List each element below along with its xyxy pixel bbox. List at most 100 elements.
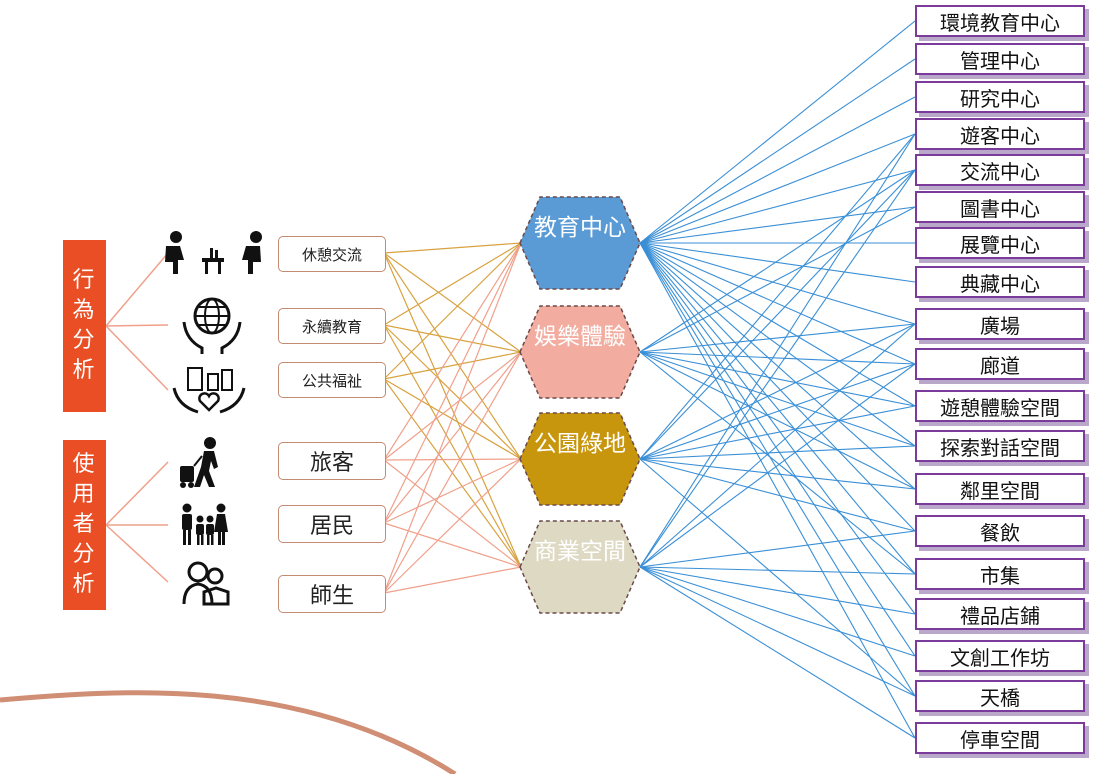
zone-facility-link xyxy=(639,242,916,739)
zone-facility-link xyxy=(639,458,916,490)
facility-box: 市集 xyxy=(915,558,1085,590)
activity-zone-link xyxy=(383,324,522,460)
facility-box: 禮品店鋪 xyxy=(915,598,1085,630)
facility-box: 展覽中心 xyxy=(915,227,1085,259)
zone-facility-link xyxy=(639,20,916,244)
activity-zone-link xyxy=(383,242,522,326)
zone-facility-link xyxy=(639,363,916,460)
activity-zone-link xyxy=(383,566,522,594)
activity-zone-link xyxy=(383,252,522,568)
activity-zone-link xyxy=(383,351,522,524)
category-link xyxy=(105,252,169,327)
zone-facility-links xyxy=(639,20,916,739)
zone-facility-link xyxy=(639,323,916,460)
user-type-box-1: 旅客 xyxy=(278,442,386,480)
facility-box: 文創工作坊 xyxy=(915,640,1085,672)
zone-facility-link xyxy=(639,169,916,568)
behavior-box-3: 公共福祉 xyxy=(278,362,386,398)
activity-zone-link xyxy=(383,522,522,568)
activity-zone-link xyxy=(383,324,522,568)
zone-facility-link xyxy=(639,242,916,407)
zone-facility-link xyxy=(639,242,916,447)
behavior-analysis-box: 行為分析 xyxy=(63,240,106,412)
zone-facility-link xyxy=(639,566,916,657)
facility-box: 研究中心 xyxy=(915,81,1085,113)
activity-zone-link xyxy=(383,242,522,594)
decorative-curve xyxy=(0,690,457,774)
traveler-icon xyxy=(180,437,218,488)
zone-facility-link xyxy=(639,133,916,244)
activity-zone-link xyxy=(383,458,522,524)
zone-facility-link xyxy=(639,242,916,325)
activity-zone-link xyxy=(383,242,522,380)
zone-facility-link xyxy=(639,169,916,353)
zone-facility-link xyxy=(639,96,916,244)
zone-facility-link xyxy=(639,323,916,568)
activity-zone-link xyxy=(383,459,522,568)
facility-box: 遊憩體驗空間 xyxy=(915,390,1085,422)
zone-facility-link xyxy=(639,242,916,283)
facility-box: 天橋 xyxy=(915,680,1085,712)
zone-facility-link xyxy=(639,445,916,460)
zone-label-park: 公園綠地 xyxy=(534,431,626,457)
behavior-label-1: 休憩交流 xyxy=(301,245,362,264)
zone-hexagon xyxy=(519,520,641,614)
people-chatting-icon xyxy=(165,231,262,274)
category-link xyxy=(105,324,169,327)
zone-label-commercial: 商業空間 xyxy=(534,539,626,565)
zone-hexagon xyxy=(519,305,641,399)
user-type-label-1: 旅客 xyxy=(309,451,354,476)
family-icon xyxy=(182,503,228,545)
zone-facility-link xyxy=(639,242,916,657)
facility-box: 圖書中心 xyxy=(915,191,1085,223)
zone-facility-link xyxy=(639,458,916,697)
facility-box: 典藏中心 xyxy=(915,266,1085,298)
category-links xyxy=(105,252,169,583)
zone-hexagons xyxy=(519,196,641,614)
zone-facility-link xyxy=(639,242,916,615)
user-type-label-2: 居民 xyxy=(309,514,354,539)
zone-facility-link xyxy=(639,169,916,244)
category-link xyxy=(105,325,169,391)
zone-facility-link xyxy=(639,242,916,365)
facility-box: 餐飲 xyxy=(915,515,1085,547)
activity-zone-link xyxy=(383,351,522,380)
behavior-label-2: 永續教育 xyxy=(301,317,362,336)
activity-zone-links xyxy=(383,242,522,594)
facility-box: 管理中心 xyxy=(915,43,1085,75)
zone-label-education: 教育中心 xyxy=(534,215,626,241)
activity-zone-link xyxy=(383,458,522,594)
zone-facility-link xyxy=(639,58,916,244)
zone-facility-link xyxy=(639,242,916,575)
zone-facility-link xyxy=(639,363,916,568)
zone-facility-link xyxy=(639,566,916,697)
zone-facility-link xyxy=(639,206,916,244)
behavior-box-2: 永續教育 xyxy=(278,308,386,344)
zone-hexagon xyxy=(519,412,641,506)
globe-in-hands-icon xyxy=(182,297,242,354)
zone-facility-link xyxy=(639,206,916,353)
facility-box: 遊客中心 xyxy=(915,118,1085,150)
zone-facility-link xyxy=(639,566,916,615)
activity-zone-link xyxy=(383,351,522,461)
user-analysis-label: 使用者分析 xyxy=(72,452,97,597)
zone-facility-link xyxy=(639,405,916,460)
activity-zone-link xyxy=(383,242,522,524)
zone-facility-link xyxy=(639,133,916,460)
facility-box: 交流中心 xyxy=(915,154,1085,186)
user-type-box-2: 居民 xyxy=(278,505,386,543)
activity-zone-link xyxy=(383,252,522,353)
zone-facility-link xyxy=(639,242,916,532)
zone-facility-link xyxy=(639,566,916,739)
zone-facility-link xyxy=(639,351,916,447)
zone-facility-link xyxy=(639,351,916,490)
behavior-box-1: 休憩交流 xyxy=(278,236,386,272)
facility-box: 探索對話空間 xyxy=(915,430,1085,462)
zone-facility-link xyxy=(639,133,916,568)
community-heart-icon xyxy=(172,367,246,414)
user-type-label-3: 師生 xyxy=(309,584,354,609)
zone-facility-link xyxy=(639,242,916,697)
facility-box: 廣場 xyxy=(915,308,1085,340)
zone-hexagon xyxy=(519,196,641,290)
